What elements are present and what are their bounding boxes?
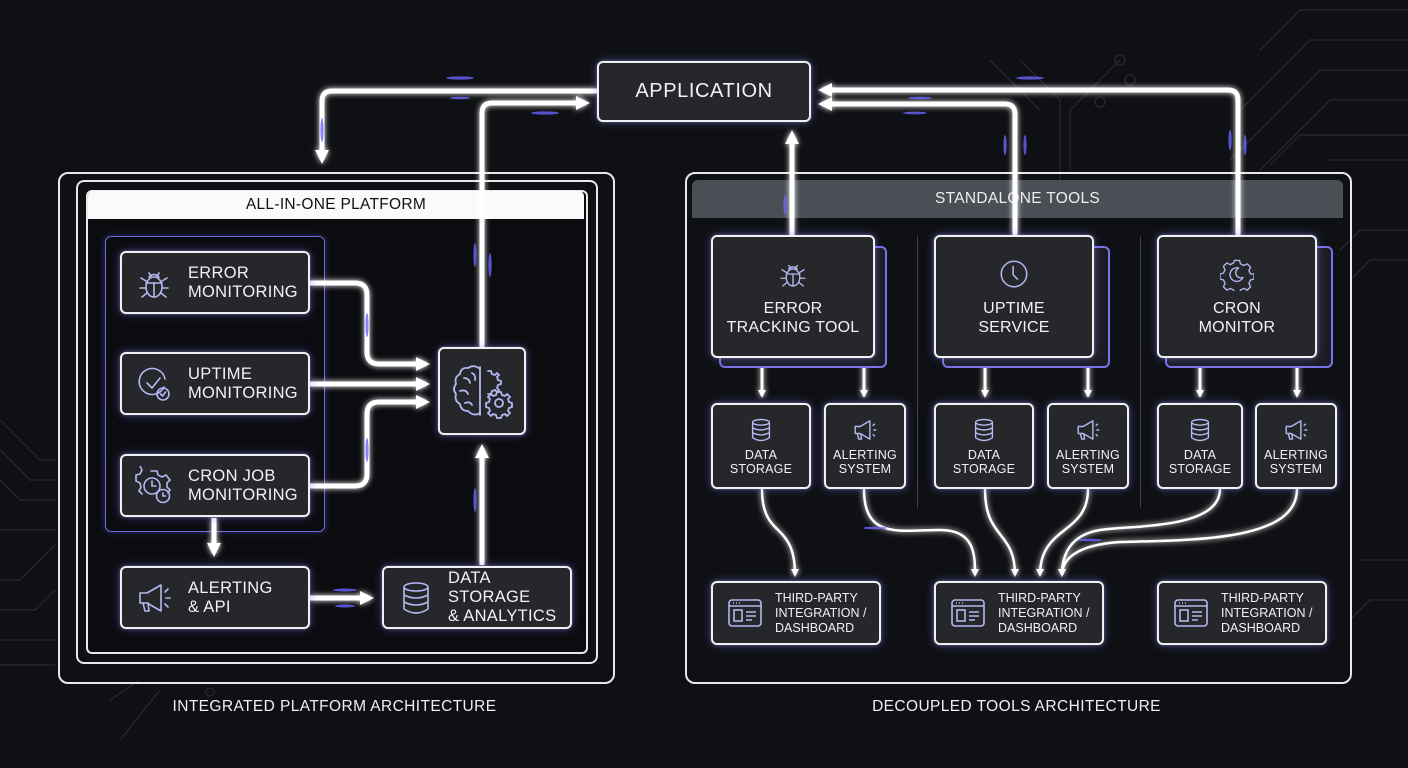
- integration2-line1: THIRD-PARTY: [998, 590, 1081, 605]
- tool2-storage-line2: STORAGE: [952, 462, 1016, 476]
- decoupled-caption: DECOUPLED TOOLS ARCHITECTURE: [872, 698, 1161, 715]
- brain-gears-icon: [453, 365, 513, 419]
- data-storage-analytics-box[interactable]: DATA STORAGE& ANALYTICS: [382, 566, 572, 629]
- arrow-app-to-integrated: [315, 88, 597, 164]
- megaphone-icon: [1077, 420, 1100, 440]
- integration3-line1: THIRD-PARTY: [1221, 590, 1304, 605]
- tool3-alerting-line2: SYSTEM: [1269, 462, 1323, 476]
- cron-job-monitoring-line2: MONITORING: [188, 485, 298, 504]
- alerting-api-line2: & API: [188, 597, 231, 616]
- tool3-storage-line2: STORAGE: [1168, 462, 1232, 476]
- integrated-outer-frame: [58, 172, 615, 684]
- tool1-alerting-line1: ALERTING: [833, 448, 897, 462]
- cron-job-monitoring-line1: CRON JOB: [188, 466, 276, 485]
- bug-icon: [139, 271, 169, 298]
- cron-monitor-line1: CRON: [1213, 299, 1261, 317]
- uptime-monitoring-line2: MONITORING: [188, 383, 298, 402]
- bug-icon: [780, 264, 806, 287]
- error-tracking-line1: ERROR: [763, 299, 823, 317]
- application-label: APPLICATION: [635, 80, 773, 102]
- column-divider: [1140, 236, 1141, 508]
- curve-storage1-to-integration1: [760, 488, 799, 577]
- uptime-check-icon: [138, 367, 170, 401]
- uptime-service-line1: UPTIME: [983, 299, 1045, 317]
- database-icon: [1190, 418, 1210, 442]
- curve-alerting2-to-integration2: [1036, 488, 1090, 577]
- arrow-core-to-app: [479, 96, 590, 347]
- tool3-storage-line1: DATA: [1183, 448, 1217, 462]
- dashboard-window-icon: [728, 599, 762, 627]
- megaphone-icon: [1285, 420, 1308, 440]
- application-box[interactable]: APPLICATION: [597, 61, 811, 122]
- all-in-one-platform-header: ALL-IN-ONE PLATFORM: [88, 191, 584, 219]
- curve-alerting1-to-integration2: [862, 488, 979, 577]
- megaphone-icon: [139, 583, 171, 612]
- cron-monitor-line2: MONITOR: [1198, 318, 1276, 336]
- curve-storage2-to-integration2: [983, 488, 1019, 577]
- clock-icon: [1000, 259, 1028, 288]
- uptime-monitoring-line1: UPTIME: [188, 364, 253, 383]
- data-storage-analytics-line2: & ANALYTICS: [448, 607, 557, 625]
- uptime-service-line2: SERVICE: [978, 318, 1050, 336]
- tool2-alerting-line1: ALERTING: [1056, 448, 1120, 462]
- gear-clock-icon: [135, 465, 172, 503]
- tool2-alerting-line2: SYSTEM: [1061, 462, 1115, 476]
- data-storage-analytics-line1: DATA STORAGE: [448, 569, 531, 606]
- integration1-line1: THIRD-PARTY: [775, 590, 858, 605]
- curve-storage3-to-integration2: [1058, 488, 1222, 577]
- integration2-line2: INTEGRATION /: [998, 605, 1090, 620]
- tool2-storage-line1: DATA: [967, 448, 1001, 462]
- gear-moon-icon: [1220, 259, 1254, 291]
- column-divider: [917, 236, 918, 508]
- integration3-line3: DASHBOARD: [1221, 620, 1301, 635]
- alerting-api-line1: ALERTING: [188, 578, 273, 597]
- error-tracking-line2: TRACKING TOOL: [726, 318, 860, 336]
- arrow-cron-monitor-to-app: [818, 83, 1241, 235]
- decoupled-outer-frame: [685, 172, 1352, 684]
- error-monitoring-line1: ERROR: [188, 263, 250, 282]
- tool3-alerting-line1: ALERTING: [1264, 448, 1328, 462]
- tool1-storage-line1: DATA: [744, 448, 778, 462]
- database-icon: [974, 418, 994, 442]
- integration1-line2: INTEGRATION /: [775, 605, 867, 620]
- tool1-storage-line2: STORAGE: [729, 462, 793, 476]
- error-monitoring-line2: MONITORING: [188, 282, 298, 301]
- megaphone-icon: [854, 420, 877, 440]
- core-processing-box[interactable]: [438, 347, 526, 435]
- integrated-inner-frame: [76, 180, 598, 664]
- integration3-line2: INTEGRATION /: [1221, 605, 1313, 620]
- dashboard-window-icon: [951, 599, 985, 627]
- tool1-alerting-line2: SYSTEM: [838, 462, 892, 476]
- curve-alerting3-to-integration2: [1058, 488, 1299, 577]
- dashboard-window-icon: [1174, 599, 1208, 627]
- integrated-caption: INTEGRATED PLATFORM ARCHITECTURE: [172, 698, 497, 715]
- arrow-uptime-service-to-app: [818, 97, 1018, 235]
- integration2-line3: DASHBOARD: [998, 620, 1078, 635]
- alerting-api-box[interactable]: ALERTING& API: [120, 566, 310, 629]
- database-icon: [751, 418, 771, 442]
- database-icon: [403, 581, 429, 614]
- integration1-line3: DASHBOARD: [775, 620, 855, 635]
